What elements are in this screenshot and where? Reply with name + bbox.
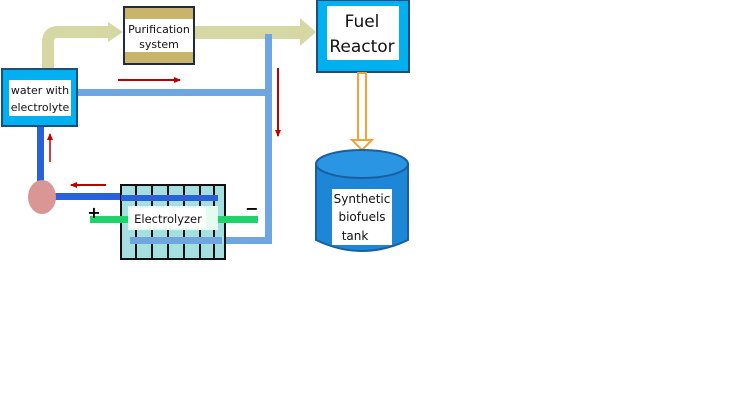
electrolyzer-label: Electrolyzer xyxy=(134,212,202,226)
tank-label-line2: biofuels xyxy=(338,210,385,224)
flow-reactor-to-tank xyxy=(349,72,375,152)
reactor-label-line2: Reactor xyxy=(329,37,394,57)
tank-label-line3: tank xyxy=(342,229,369,243)
flow-purification-to-reactor xyxy=(193,18,316,46)
water-electrolyte-tank: water with electrolyte xyxy=(1,68,78,127)
tank-label-line1: Synthetic xyxy=(334,192,391,206)
fuel-reactor: Fuel Reactor xyxy=(316,0,410,73)
water-label-line2: electrolyte xyxy=(11,101,70,114)
positive-terminal: + xyxy=(87,203,100,222)
synthetic-biofuels-tank: Synthetic biofuels tank xyxy=(315,149,409,252)
reactor-label-line1: Fuel xyxy=(345,12,380,32)
flow-water-to-purification xyxy=(42,22,123,68)
electrolyzer: Electrolyzer xyxy=(90,184,258,260)
purification-system: Purification system xyxy=(123,6,195,65)
purification-label-line1: Purification xyxy=(128,23,190,36)
water-label-line1: water with xyxy=(11,84,69,97)
purification-label-line2: system xyxy=(139,38,179,51)
pump xyxy=(28,180,56,214)
negative-terminal: − xyxy=(245,199,258,218)
